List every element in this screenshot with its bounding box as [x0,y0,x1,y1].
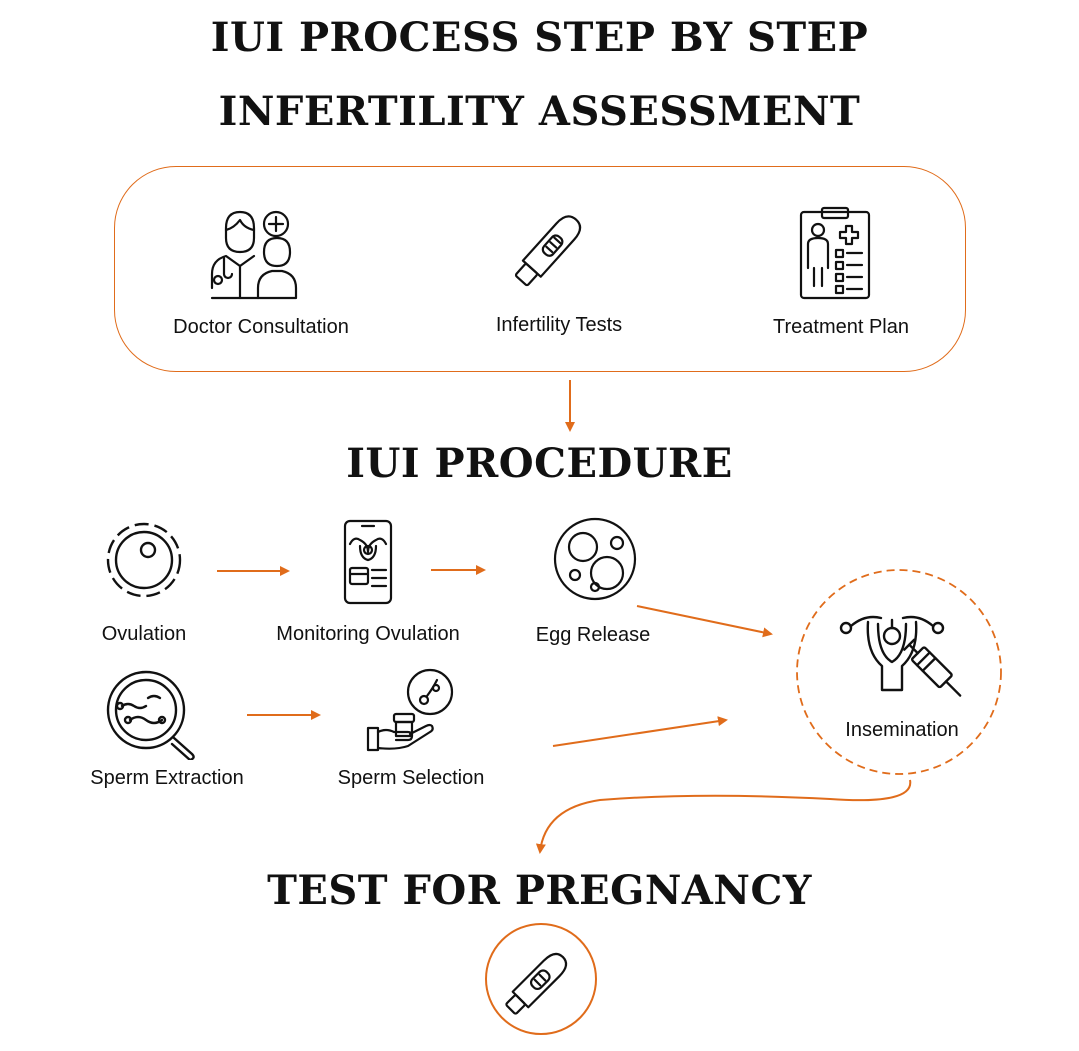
doctor-patient-icon [210,210,298,300]
step-treatment-plan: Treatment Plan [773,316,909,338]
assessment-panel [114,166,966,372]
hand-sample-icon [366,668,454,752]
step-sperm-extraction: Sperm Extraction [90,767,244,789]
step-doctor-consultation: Doctor Consultation [173,316,349,338]
pregnancy-test-icon [485,923,597,1035]
uterus-syringe-icon [839,615,962,697]
insemination-ring [796,569,1002,775]
phone-uterus-icon [343,519,393,605]
arrow-egg-release-to-insemination [636,605,773,638]
egg-cell-icon [106,522,182,598]
arrow-selection-to-insemination [552,716,728,747]
step-monitoring-ovulation: Monitoring Ovulation [276,623,460,645]
step-ovulation: Ovulation [101,623,187,645]
procedure-heading: IUI PROCEDURE [346,440,733,487]
step-infertility-tests: Infertility Tests [495,314,623,336]
step-insemination: Insemination [845,719,959,741]
test-strip-icon [514,215,582,287]
step-egg-release: Egg Release [535,624,651,646]
arrow-insemination-to-pregnancy [535,779,912,854]
magnifier-sperm-icon [106,670,195,760]
egg-cells-icon [553,517,637,601]
clipboard-plan-icon [799,206,871,300]
assessment-heading: INFERTILITY ASSESSMENT [218,88,861,135]
pregnancy-heading: TEST FOR PREGNANCY [267,867,812,914]
page-title: IUI PROCESS STEP BY STEP [210,14,869,61]
step-sperm-selection: Sperm Selection [337,767,485,789]
